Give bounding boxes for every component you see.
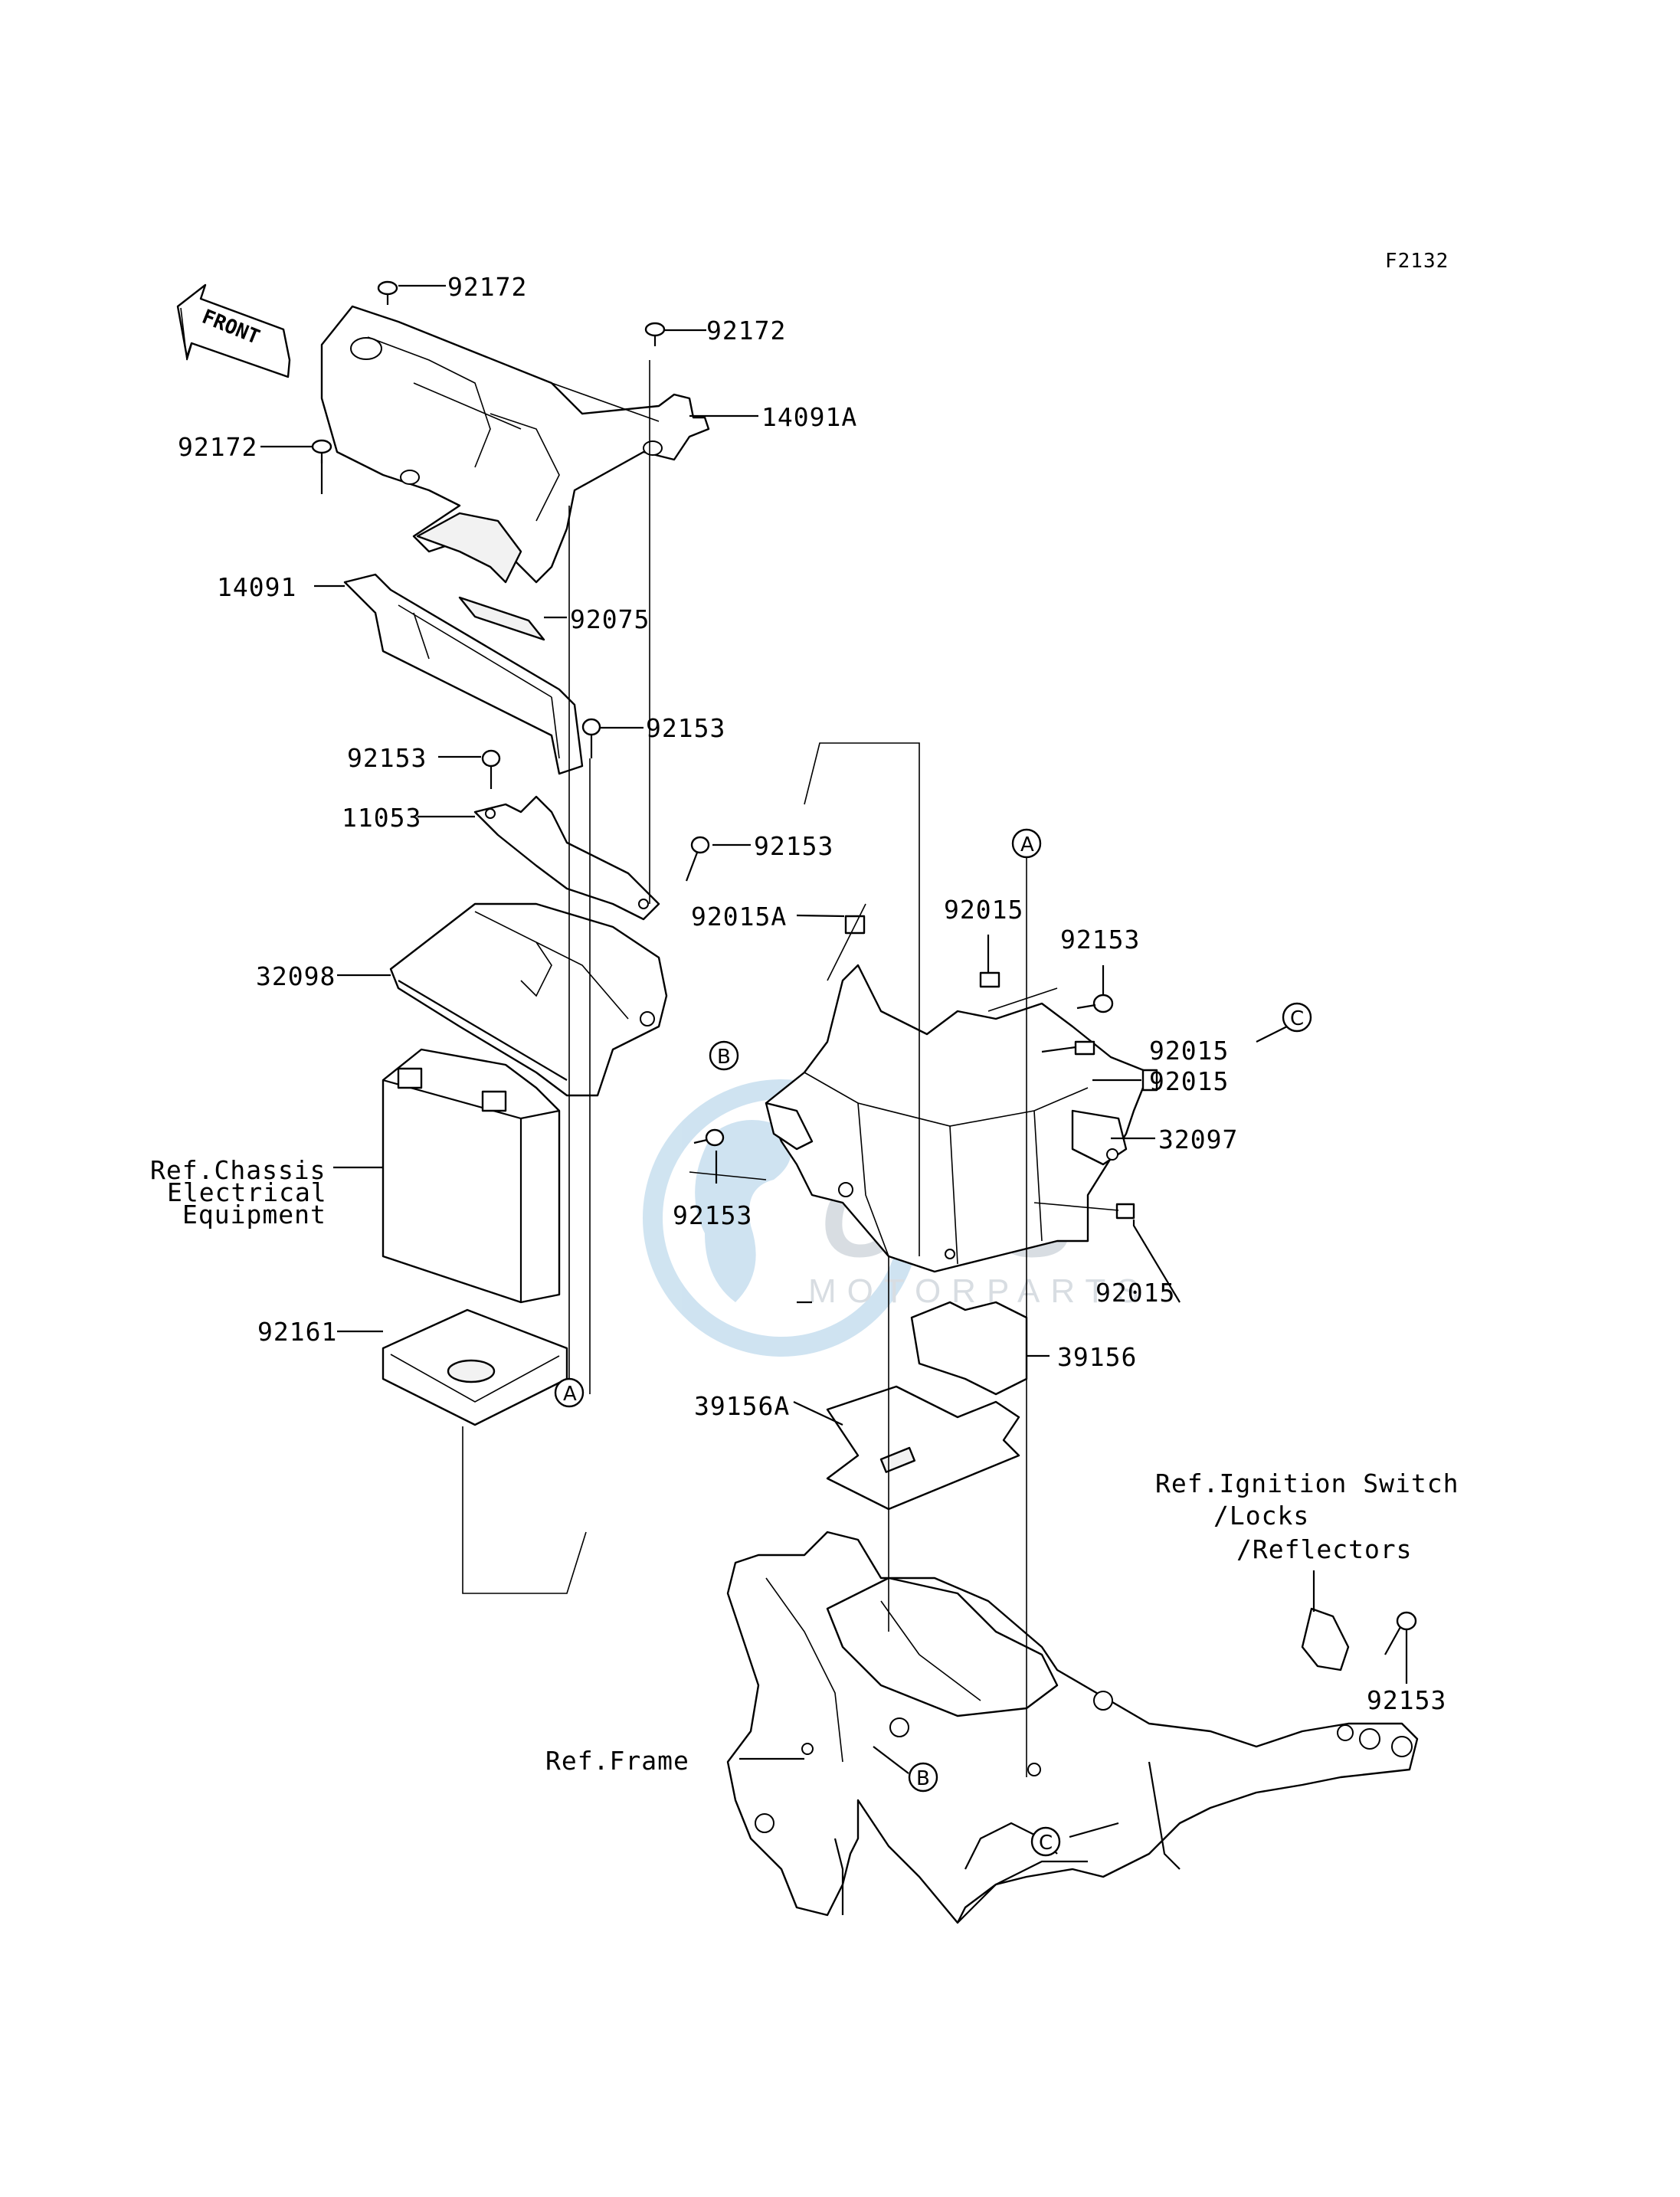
callout-marker-b: B (908, 1762, 938, 1793)
ref-ignition-switch: Ref.Ignition Switch /Locks /Reflectors (1155, 1468, 1459, 1564)
part-label-14091: 14091 (217, 572, 296, 602)
svg-text:C: C (1039, 1832, 1053, 1855)
callout-marker-c: C (1282, 1002, 1312, 1033)
cover-14091A (320, 305, 710, 584)
part-label-92015A: 92015A (691, 902, 787, 932)
cover-mount-hole (350, 337, 382, 360)
callout-marker-a: A (554, 1377, 585, 1408)
part-label-92153: 92153 (673, 1200, 752, 1230)
part-label-92172: 92172 (447, 272, 527, 302)
frame (726, 1531, 1419, 1924)
part-label-92015: 92015 (1149, 1036, 1229, 1066)
svg-text:/Reflectors: /Reflectors (1236, 1534, 1413, 1564)
clip-nut-icon (1074, 1040, 1095, 1056)
watermark-globe-land (695, 1120, 791, 1302)
part-label-92153: 92153 (1367, 1685, 1446, 1715)
battery (382, 1048, 561, 1304)
part-label-11053: 11053 (342, 803, 421, 833)
battery-case-32097 (765, 964, 1151, 1273)
leader-lines (260, 284, 1408, 1838)
part-label-32097: 32097 (1158, 1125, 1238, 1154)
front-direction-arrow-icon: FRONT (176, 283, 291, 378)
svg-text:Ref.Chassis: Ref.Chassis (150, 1155, 326, 1185)
part-label-92153: 92153 (754, 831, 833, 861)
ignition-switch-bracket (1301, 1607, 1350, 1671)
clip-nut-icon (1141, 1069, 1158, 1092)
cover-mount-hole (643, 440, 663, 456)
part-label-92015: 92015 (1149, 1066, 1229, 1096)
ref-chassis-electrical: Ref.Chassis Electrical Equipment (150, 1155, 327, 1229)
bolt-icon (1384, 1611, 1417, 1655)
svg-text:B: B (717, 1046, 731, 1069)
part-label-92075: 92075 (570, 604, 650, 634)
watermark-text: MOTORPARTS (808, 1272, 1150, 1310)
callout-marker-b: B (709, 1040, 739, 1071)
insulator-39156A (826, 1385, 1020, 1511)
pad-92161 (382, 1308, 568, 1426)
part-label-32098: 32098 (256, 961, 336, 991)
diagram-code: F2132 (1385, 250, 1449, 273)
svg-text:A: A (563, 1383, 577, 1406)
clip-nut-icon (979, 971, 1000, 988)
part-label-14091A: 14091A (761, 402, 857, 432)
bolt-icon (693, 1128, 725, 1147)
part-label-39156A: 39156A (694, 1391, 790, 1421)
callout-marker-c: C (1030, 1826, 1061, 1857)
battery-terminal (481, 1090, 507, 1112)
svg-text:/Locks: /Locks (1213, 1501, 1309, 1531)
svg-text:B: B (916, 1767, 930, 1790)
part-label-92153: 92153 (347, 743, 427, 773)
part-label-92161: 92161 (257, 1317, 337, 1347)
svg-text:Ref.Ignition Switch: Ref.Ignition Switch (1155, 1468, 1459, 1498)
shim-92075 (458, 596, 545, 641)
part-label-39156: 39156 (1057, 1342, 1137, 1372)
svg-text:A: A (1020, 833, 1034, 856)
tray-32098 (389, 902, 668, 1097)
part-label-92015: 92015 (1095, 1278, 1175, 1308)
svg-text:Electrical: Electrical (167, 1177, 327, 1207)
screw-icon (377, 280, 398, 305)
svg-text:C: C (1290, 1007, 1304, 1030)
svg-text:Equipment: Equipment (182, 1200, 326, 1229)
bolt-icon (581, 718, 601, 758)
insulator-39156 (910, 1301, 1028, 1396)
part-label-92172: 92172 (706, 316, 786, 345)
bolt-icon (481, 749, 501, 789)
part-label-92153: 92153 (1060, 925, 1140, 954)
part-label-92172: 92172 (178, 432, 257, 462)
cover-mount-hole (400, 470, 420, 485)
bolt-icon (685, 836, 710, 882)
clip-nut-icon (1115, 1203, 1135, 1220)
battery-terminal (397, 1067, 423, 1089)
bracket-11053 (473, 795, 660, 921)
part-label-92153: 92153 (646, 713, 725, 743)
plate-14091 (343, 573, 584, 775)
bolt-icon (1076, 994, 1114, 1013)
screw-icon (644, 322, 666, 346)
callout-marker-a: A (1011, 828, 1042, 859)
part-label-92015: 92015 (944, 895, 1023, 925)
ref-frame: Ref.Frame (545, 1746, 689, 1776)
